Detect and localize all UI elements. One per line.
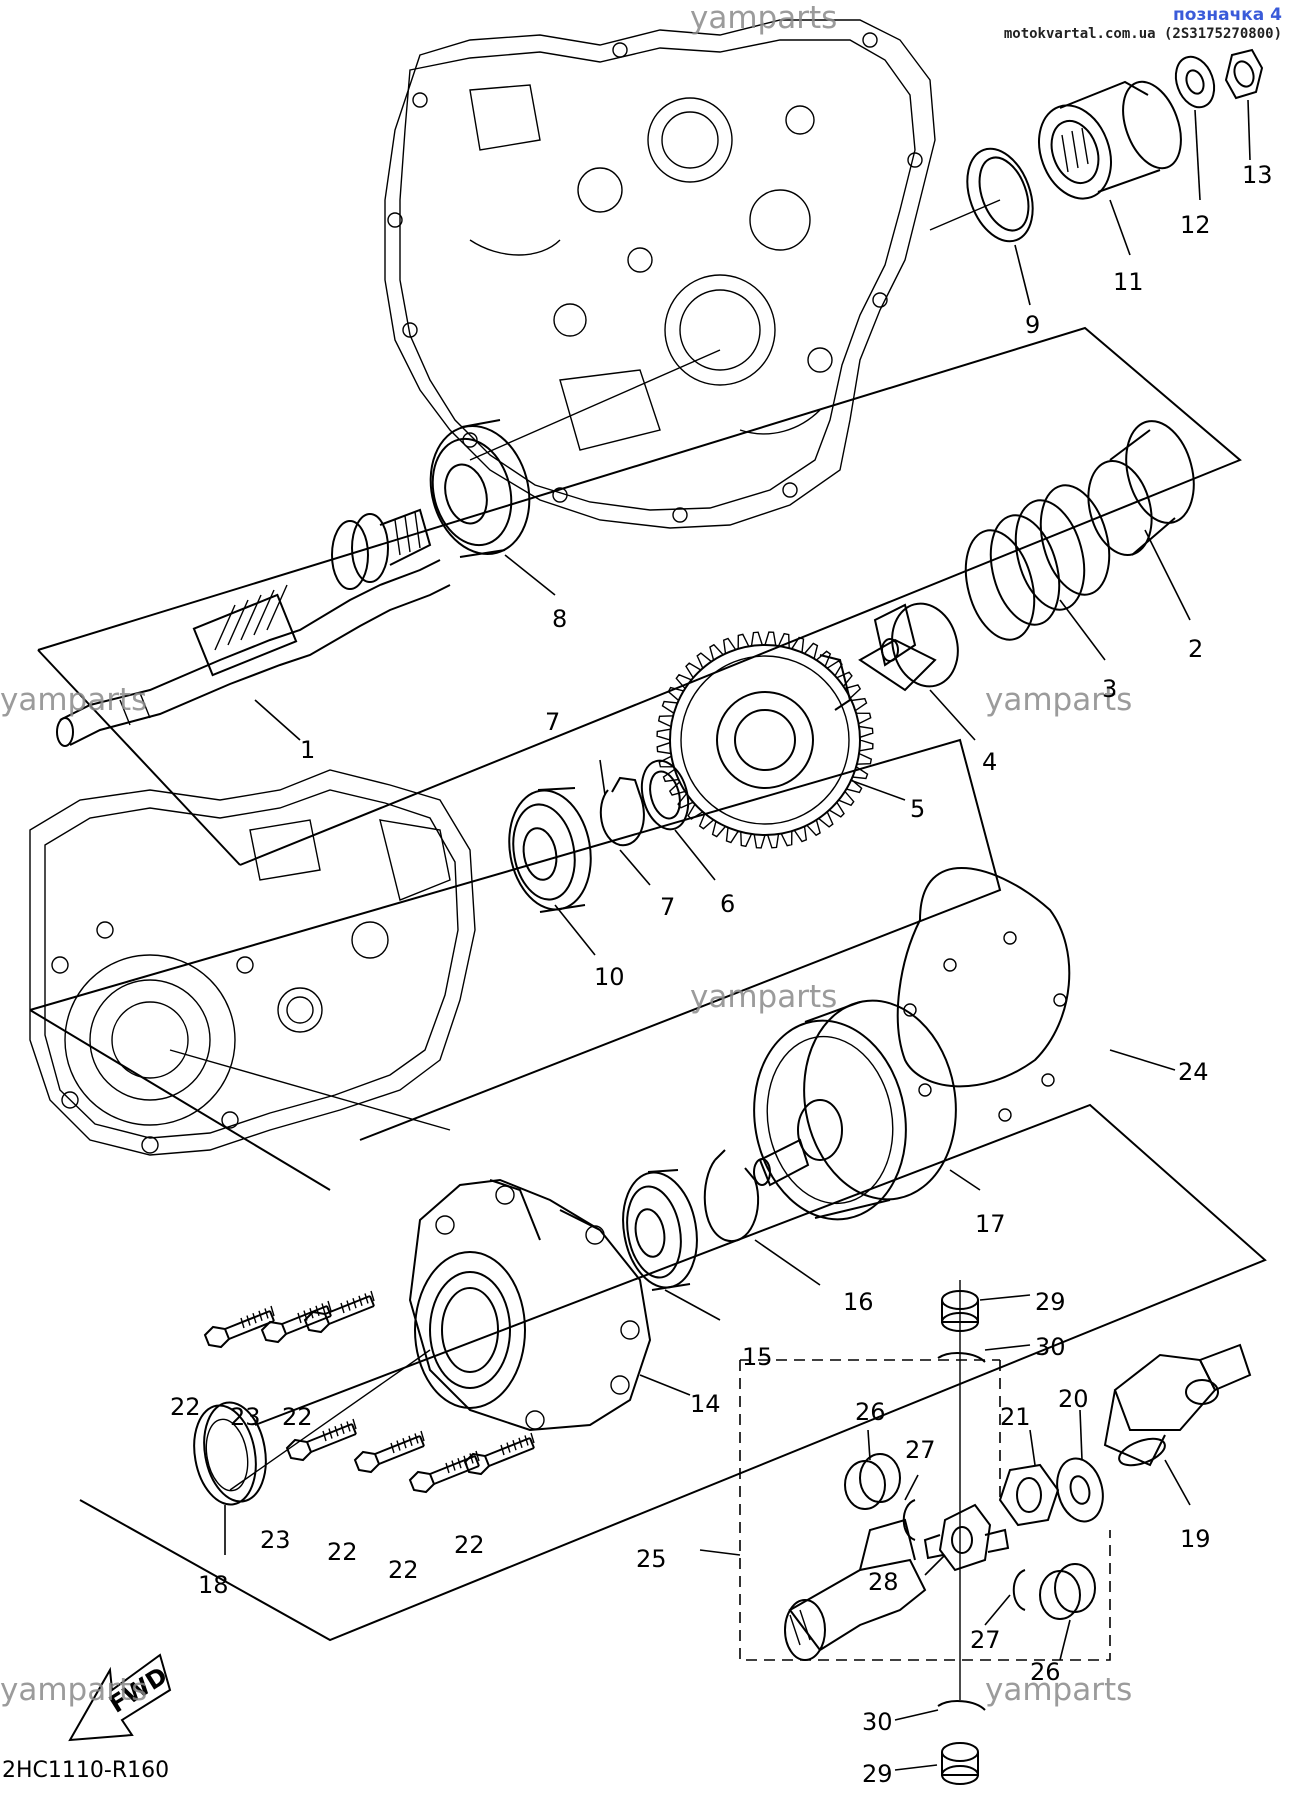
- part-26-bearing-cap: [844, 1453, 1096, 1620]
- callout-18: 18: [198, 1571, 229, 1599]
- part-17-drive-housing: [753, 999, 957, 1221]
- watermark-layer: yamparts yamparts yamparts yamparts yamp…: [0, 0, 1132, 1708]
- callout-23-b: 23: [260, 1526, 291, 1554]
- callout-4: 4: [982, 748, 997, 776]
- part-27-circlip: [902, 1499, 1026, 1611]
- drive-case-bosses: [435, 1185, 640, 1430]
- part-18-oil-seal: [193, 1401, 267, 1506]
- callout-30-top: 30: [1035, 1333, 1066, 1361]
- callout-12: 12: [1180, 211, 1211, 239]
- callout-28: 28: [868, 1568, 899, 1596]
- callout-16: 16: [843, 1288, 874, 1316]
- callout-29-top: 29: [1035, 1288, 1066, 1316]
- watermark-site: motokvartal.com.ua (2S3175270800): [1003, 25, 1282, 42]
- bolt: [203, 1305, 275, 1349]
- part-4-cam: [858, 602, 959, 692]
- callout-1: 1: [300, 736, 315, 764]
- part-19-yoke: [1103, 1343, 1252, 1467]
- part-21-nut: [998, 1463, 1060, 1527]
- bolt: [463, 1432, 535, 1476]
- callout-leaders: [224, 99, 1251, 1771]
- callout-numbers: 1 2 3 4 5 6 7 7 8 9 10 11 12 13 14 15 16…: [170, 161, 1273, 1788]
- gear-teeth: [656, 631, 874, 849]
- part-20-washer: [1056, 1457, 1104, 1523]
- callout-15: 15: [742, 1343, 773, 1371]
- upper-case-bolt-bosses: [387, 32, 923, 523]
- diagram-code: 2HC1110-R160: [2, 1758, 170, 1783]
- watermark-text-2: yamparts: [0, 682, 147, 718]
- callout-9: 9: [1025, 311, 1040, 339]
- callout-20: 20: [1058, 1385, 1089, 1413]
- callout-8: 8: [552, 605, 567, 633]
- part-6-washer: [640, 759, 690, 831]
- part-28-spider: [923, 1503, 1010, 1572]
- part-2-spring-seat: [1087, 420, 1195, 557]
- lower-crankcase: [29, 769, 476, 1156]
- callout-27-top: 27: [905, 1436, 936, 1464]
- callout-22-b: 22: [282, 1403, 313, 1431]
- callout-22-d: 22: [388, 1556, 419, 1584]
- callout-7-bottom: 7: [660, 893, 675, 921]
- callout-7-top: 7: [545, 708, 560, 736]
- part-8-bearing: [429, 419, 531, 558]
- callout-6: 6: [720, 890, 735, 918]
- part-29-bearing-cap: [941, 1290, 979, 1785]
- callout-11: 11: [1113, 268, 1144, 296]
- part-24-gasket: [896, 867, 1071, 1122]
- part-14-drive-case: [408, 1178, 652, 1432]
- part-5-gear: [656, 631, 874, 849]
- watermark-text-1: yamparts: [690, 0, 837, 36]
- bolt: [353, 1430, 425, 1474]
- callout-2: 2: [1188, 635, 1203, 663]
- callout-19: 19: [1180, 1525, 1211, 1553]
- callout-26-bottom: 26: [1030, 1658, 1061, 1686]
- part-11-bearing-collar: [1038, 80, 1182, 200]
- watermark-text-3: yamparts: [985, 682, 1132, 718]
- callout-14: 14: [690, 1390, 721, 1418]
- callout-23-a: 23: [230, 1403, 261, 1431]
- callout-27-bottom: 27: [970, 1626, 1001, 1654]
- part-30-circlip: [937, 1352, 986, 1711]
- watermark-tag: позначка 4: [1173, 5, 1282, 25]
- callout-25: 25: [636, 1545, 667, 1573]
- part-13-nut: [1224, 48, 1264, 100]
- part-12-washer: [1174, 55, 1216, 109]
- part-15-bearing: [622, 1169, 698, 1291]
- watermark-text-4: yamparts: [690, 979, 837, 1015]
- assembly-frames: [29, 326, 1267, 1661]
- bolt: [285, 1418, 357, 1462]
- callout-13: 13: [1242, 161, 1273, 189]
- watermark-text-5: yamparts: [0, 1672, 147, 1708]
- lower-case-bolt-bosses: [51, 921, 254, 1154]
- callout-22-e: 22: [454, 1531, 485, 1559]
- callout-3: 3: [1102, 675, 1117, 703]
- upper-crankcase: [384, 19, 936, 529]
- callout-26-top: 26: [855, 1398, 886, 1426]
- bolts: [203, 1290, 535, 1494]
- gear-tooth-profile: [656, 631, 874, 849]
- callout-5: 5: [910, 795, 925, 823]
- watermark-text-6: yamparts: [985, 1672, 1132, 1708]
- callout-30-bottom: 30: [862, 1708, 893, 1736]
- part-25-universal-joint: [784, 1518, 927, 1661]
- watermark-corner: позначка 4 motokvartal.com.ua (2S3175270…: [1003, 5, 1282, 42]
- callout-10: 10: [594, 963, 625, 991]
- callout-24: 24: [1178, 1058, 1209, 1086]
- part-10-bearing: [508, 787, 592, 913]
- part-3-spring: [964, 484, 1111, 641]
- bolt: [303, 1290, 375, 1334]
- part-7-circlip: [599, 776, 645, 847]
- callout-22-a: 22: [170, 1393, 201, 1421]
- part-1-secondary-shaft: [56, 508, 451, 747]
- callout-22-c: 22: [327, 1538, 358, 1566]
- part-16-circlip: [703, 1149, 760, 1243]
- callout-17: 17: [975, 1210, 1006, 1238]
- part-9-oil-seal: [966, 147, 1034, 243]
- assembly-axes: [169, 199, 1001, 1700]
- callout-21: 21: [1000, 1403, 1031, 1431]
- callout-29-bottom: 29: [862, 1760, 893, 1788]
- bolt: [260, 1300, 332, 1344]
